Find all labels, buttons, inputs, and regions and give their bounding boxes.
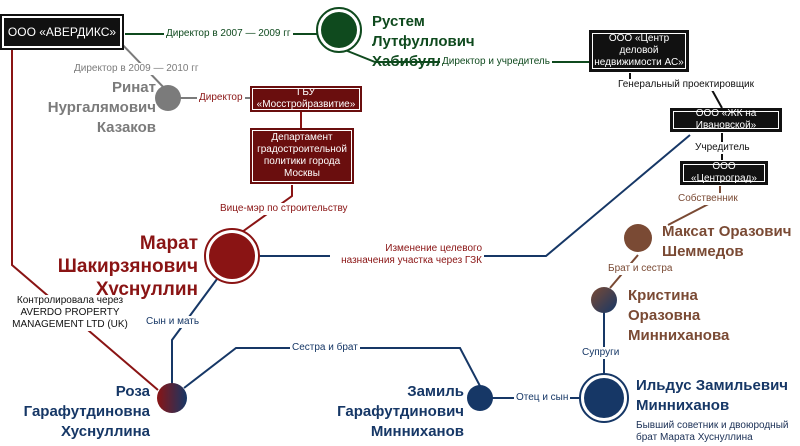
edge-label-director-2009: Директор в 2009 — 2010 гг [72, 63, 201, 75]
department-box: Департамент градостроительной политики г… [250, 128, 354, 184]
edge-label-son-mother: Сын и мать [144, 316, 202, 328]
edge-label-controlled: Контролировала через AVERDO PROPERTY MAN… [6, 295, 134, 331]
khusnullin-name: Марат Шакирзянович Хуснуллин [57, 233, 198, 300]
kazakov-name: Ринат Нургалямович Казаков [47, 79, 156, 136]
kristina-node [591, 287, 617, 313]
khusnullin-node-inner [209, 233, 255, 279]
edge-label-director-founder: Директор и учредитель [440, 56, 552, 68]
department-label: Департамент градостроительной политики г… [257, 132, 347, 179]
edge-label-father-son: Отец и сын [514, 392, 571, 404]
edge-label-owner: Собственник [676, 193, 740, 205]
zhk-box: ООО «ЖК на Ивановской» [670, 108, 782, 132]
zamil-node [467, 385, 493, 411]
shemmedov-name: Максат Оразович Шеммедов [662, 223, 792, 260]
ildus-note: Бывший советник и двоюродный брат Марата… [636, 420, 789, 443]
shemmedov-node [624, 224, 652, 252]
edge-centrograd-shemmedov [667, 186, 721, 226]
edge-label-zoning-change: Изменение целевого назначения участка че… [330, 243, 484, 267]
gbu-label: ГБУ «Мосстройразвитие» [256, 87, 356, 110]
edge-khusnullin-roza [171, 274, 221, 384]
gbu-box: ГБУ «Мосстройразвитие» [250, 86, 362, 112]
ildus-node-inner [584, 378, 624, 418]
edge-label-director: Директор [197, 92, 245, 104]
centrograd-box: ООО «Центроград» [680, 161, 768, 185]
edge-label-spouses: Супруги [580, 347, 622, 359]
edge-averdiks-roza [11, 50, 159, 391]
centr-delovoy-box: ООО «Центр деловой недвижимости АС» [589, 30, 689, 72]
edge-label-general-designer: Генеральный проектировщик [616, 79, 757, 91]
ildus-name: Ильдус Замильевич Минниханов [636, 377, 789, 414]
edge-label-brother-sister: Брат и сестра [606, 263, 675, 275]
edge-label-sister-brother: Сестра и брат [290, 342, 360, 354]
averdiks-box: ООО «АВЕРДИКС» [0, 14, 124, 50]
zamil-name: Замиль Гарафутдинович Минниханов [337, 383, 464, 440]
kazakov-node [155, 85, 181, 111]
edge-label-vice-mayor: Вице-мэр по строительству [218, 203, 350, 215]
edge-label-founder: Учредитель [693, 142, 752, 154]
averdiks-label: ООО «АВЕРДИКС» [7, 25, 117, 39]
centr-delovoy-label: ООО «Центр деловой недвижимости АС» [594, 33, 684, 68]
zhk-label: ООО «ЖК на Ивановской» [695, 108, 757, 131]
edge-label-director-2007: Директор в 2007 — 2009 гг [164, 28, 293, 40]
roza-name: Роза Гарафутдиновна Хуснуллина [23, 383, 150, 440]
khabibullin-node-inner [321, 12, 357, 48]
kristina-name: Кристина Оразовна Минниханова [628, 287, 730, 344]
centrograd-label: ООО «Центроград» [691, 161, 757, 184]
roza-node [157, 383, 187, 413]
edge-khusnullin-department [241, 185, 293, 233]
